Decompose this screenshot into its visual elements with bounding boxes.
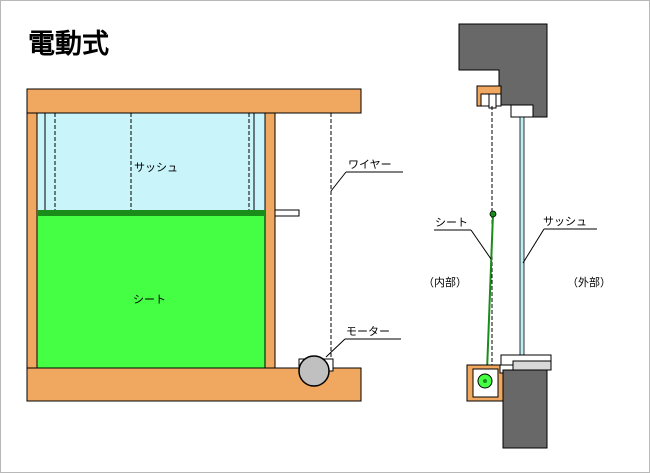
- right-post: [264, 112, 276, 369]
- motor-roller-axle: [483, 379, 487, 383]
- left-post: [26, 112, 38, 369]
- sheet-top-dot: [489, 210, 497, 218]
- sash-top-rail: [510, 104, 534, 118]
- pulley: [488, 93, 497, 109]
- outside-label: （外部）: [567, 275, 611, 289]
- motor: [298, 355, 330, 387]
- sash-glass-section: [519, 116, 525, 360]
- sheet: [36, 210, 266, 369]
- inside-label: （内部）: [423, 275, 467, 289]
- sash-label: サッシュ: [134, 161, 178, 174]
- top-beam: [26, 88, 362, 114]
- sheet-section-label: シート: [435, 216, 468, 229]
- sheet-handle: [274, 209, 300, 217]
- sheet-label: シート: [133, 293, 166, 306]
- section-view: シート サッシュ （内部） （外部）: [423, 23, 611, 449]
- sash-glass: [36, 112, 266, 212]
- upper-wall: [458, 23, 548, 118]
- sheet-top-bar: [37, 210, 265, 216]
- sheet-leader-line: [470, 229, 492, 260]
- front-view: サッシュ シート ワイヤー モーター: [26, 88, 403, 402]
- sash-leader-line: [522, 228, 545, 264]
- motor-leader-line: [325, 338, 346, 358]
- motor-label: モーター: [346, 325, 390, 338]
- sill-plate: [512, 360, 552, 371]
- wire-label: ワイヤー: [348, 158, 392, 171]
- lower-wall: [502, 369, 548, 449]
- sheet-section: [486, 213, 494, 372]
- diagram-title: 電動式: [28, 29, 109, 60]
- sash-section-label: サッシュ: [543, 215, 587, 228]
- wire-leader-line: [330, 171, 347, 192]
